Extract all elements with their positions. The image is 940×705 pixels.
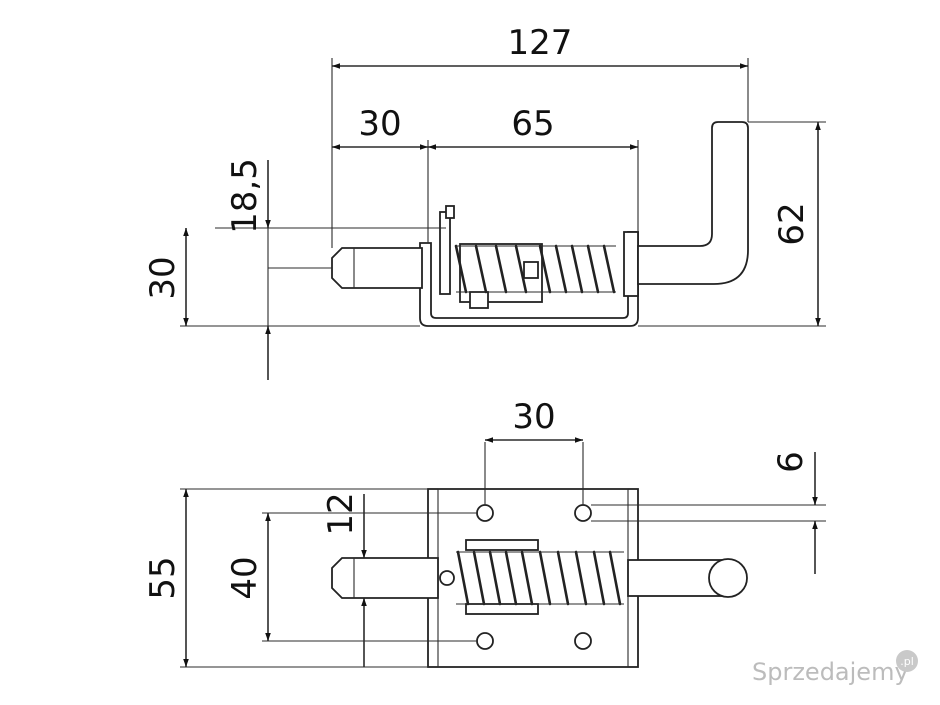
right-flange [623,231,639,297]
bolt-collar [469,291,489,309]
dim-label-62: 62 [772,202,812,245]
dim-label-6: 6 [771,451,811,473]
mount-hole-bottom-right [574,632,592,650]
dim-label-30-height: 30 [143,256,183,299]
watermark: Sprzedajemy .pl [752,650,918,686]
watermark-badge-text: .pl [900,655,914,668]
dim-label-40: 40 [225,556,265,599]
bolt-pin-plan [331,557,439,599]
handle-end-circle [708,558,748,598]
dim-label-127: 127 [508,23,573,63]
dim-label-55: 55 [143,556,183,599]
top-view: 127 30 65 18,5 30 62 [143,23,826,380]
bolt-pin-left [331,247,423,289]
watermark-text: Sprzedajemy [752,658,909,686]
bottom-view: 30 6 12 40 55 [143,397,826,668]
spring-guide-top [465,539,539,551]
left-flange-cap [445,205,455,219]
watermark-badge [896,650,918,672]
l-handle [637,121,749,285]
dim-label-30-pin: 30 [358,104,401,144]
mount-hole-bottom-left [476,632,494,650]
spring-coil-top [454,244,616,294]
spring-guide-bottom [465,603,539,615]
mount-hole-top-left [476,504,494,522]
dim-label-65: 65 [511,104,554,144]
dim-label-12: 12 [321,492,361,535]
spring-coil-bottom [456,550,624,606]
base-plate [427,488,639,668]
left-flange [439,211,451,295]
dim-label-18-5: 18,5 [225,158,265,234]
retaining-pin [439,570,455,586]
mount-hole-top-right [574,504,592,522]
bolt-key [523,261,539,279]
dim-label-30-holes: 30 [512,397,555,437]
